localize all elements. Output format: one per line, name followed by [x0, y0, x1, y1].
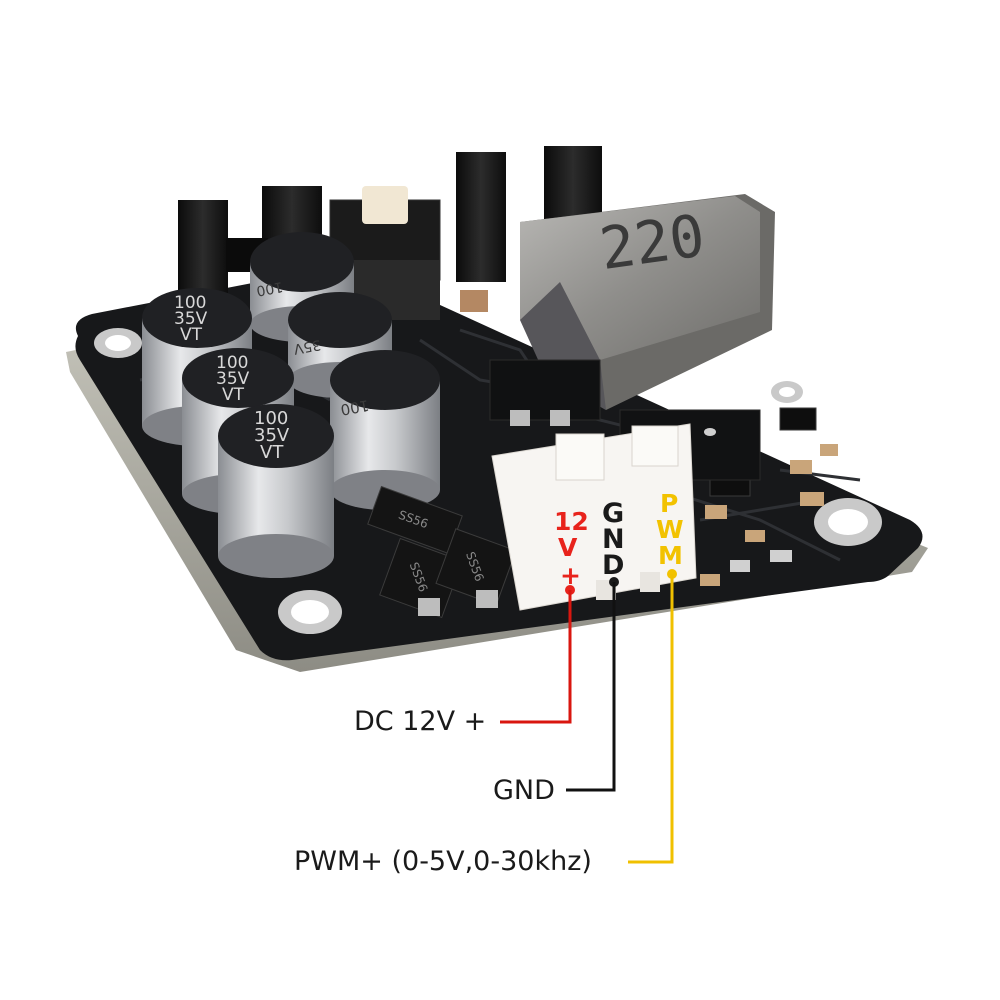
capacitor-array: 100 35V 100 100 35V VT 100 35	[142, 232, 440, 578]
connector-pin1-label: +	[560, 561, 581, 590]
pwm-wire	[628, 574, 674, 864]
connector-pin3-label: P	[660, 489, 678, 518]
connector-pin3-label: M	[658, 541, 683, 570]
capacitor-label: 100	[339, 396, 370, 419]
capacitor-label: 100	[216, 353, 248, 373]
capacitor-label: 100	[254, 408, 288, 429]
diode: SS56	[435, 528, 517, 608]
inductor: 220	[520, 194, 775, 410]
callout-pwm: PWM+ (0-5V,0-30khz)	[294, 846, 592, 877]
dc-wire	[500, 590, 572, 724]
callout-wires	[500, 574, 674, 864]
connector-pin1-label: 12	[554, 507, 589, 536]
capacitor: 100 35V VT	[218, 404, 334, 578]
capacitor-label: 35V	[174, 309, 208, 329]
inductor-marking: 220	[596, 201, 709, 283]
mounting-hole	[771, 381, 803, 403]
connector-pin2-label: G	[602, 498, 624, 529]
connector-pin3-label: W	[656, 515, 684, 544]
connector-pin2-label: D	[602, 550, 624, 581]
diode: SS56	[367, 485, 463, 555]
gnd-wire	[566, 582, 616, 792]
diode: SS56	[379, 537, 463, 619]
callout-gnd: GND	[493, 775, 555, 806]
capacitor-label: VT	[260, 442, 284, 463]
mounting-hole	[94, 328, 142, 358]
capacitor-label: 35V	[216, 369, 250, 389]
mounting-hole	[814, 498, 882, 546]
capacitor-label: 100	[174, 293, 206, 313]
connector-pin1-label: V	[558, 533, 578, 562]
capacitor: 100	[330, 350, 440, 510]
callout-dc-12v: DC 12V +	[354, 706, 487, 737]
capacitor-label: VT	[222, 385, 245, 405]
capacitor-label: VT	[180, 325, 203, 345]
mosfet	[489, 359, 601, 426]
capacitor-label: 35V	[254, 425, 290, 446]
capacitor-label: 100	[255, 278, 284, 298]
capacitor-label: 35V	[292, 336, 322, 357]
mounting-hole	[278, 590, 342, 634]
connector-pin2-label: N	[602, 524, 625, 555]
connector: 12 V + G N D P W M	[491, 423, 697, 611]
